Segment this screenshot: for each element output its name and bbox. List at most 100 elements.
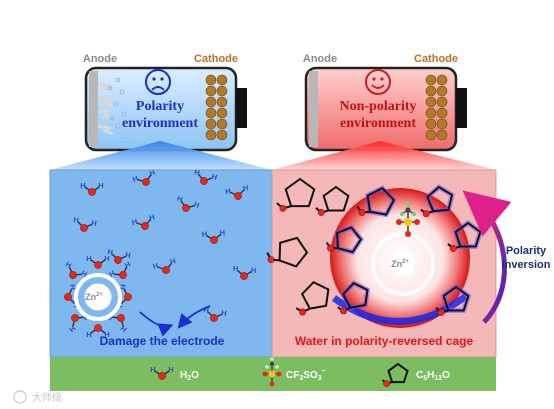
right-panel-caption: Water in polarity-reversed cage xyxy=(295,334,474,348)
right-battery-terminal xyxy=(456,88,467,128)
svg-text:H: H xyxy=(250,266,256,275)
svg-text:H: H xyxy=(104,330,109,339)
svg-text:H: H xyxy=(219,228,225,237)
left-zn-cluster: Zn2+ xyxy=(74,273,122,321)
svg-text:H: H xyxy=(79,269,88,280)
watermark: 大师级 xyxy=(13,390,62,404)
svg-text:H: H xyxy=(225,186,232,196)
svg-text:H: H xyxy=(123,260,132,271)
svg-text:H: H xyxy=(150,365,155,374)
right-battery-title-line2: environment xyxy=(340,116,416,131)
cyclopentanol-molecule xyxy=(337,280,371,315)
triflate-anion xyxy=(396,201,420,237)
svg-text:H: H xyxy=(242,183,249,193)
legend-water-label: H2O xyxy=(180,370,199,382)
right-battery: Non-polarity environment Anode Cathode xyxy=(303,53,467,152)
right-cathode-particles xyxy=(425,74,448,141)
water-molecule: HH xyxy=(86,324,110,339)
svg-text:H: H xyxy=(131,174,139,184)
left-damage-arrow-2 xyxy=(177,305,211,329)
svg-text:H: H xyxy=(201,230,207,239)
polarity-inversion-arrow xyxy=(462,190,512,324)
right-battery-title-line1: Non-polarity xyxy=(340,99,417,114)
left-damage-arrow-1 xyxy=(139,311,174,337)
svg-text:H: H xyxy=(68,284,78,291)
svg-text:H: H xyxy=(152,261,160,271)
left-zoom-fan xyxy=(50,141,272,170)
water-molecule: HH xyxy=(176,194,201,212)
legend-solvent: C6H12O xyxy=(381,362,450,388)
water-molecule: HH xyxy=(64,260,89,280)
left-battery-title-line1: Polarity xyxy=(136,99,184,114)
svg-text:H: H xyxy=(107,269,116,280)
svg-text:H: H xyxy=(169,256,177,266)
left-panel-caption: Damage the electrode xyxy=(100,334,225,348)
svg-text:H: H xyxy=(86,330,91,339)
svg-text:H: H xyxy=(148,168,156,178)
cyclopentanol-molecule xyxy=(420,183,455,218)
svg-text:H: H xyxy=(203,305,210,315)
left-cathode-particles xyxy=(205,74,228,141)
svg-text:H: H xyxy=(211,172,219,182)
svg-text:H: H xyxy=(193,167,201,177)
polarity-inversion-label-line1: Polarity xyxy=(506,245,547,257)
happy-face-icon xyxy=(365,69,391,95)
svg-text:H: H xyxy=(221,308,228,318)
left-battery: Polarity environment Anode Cathode xyxy=(83,53,247,152)
right-zn-ion xyxy=(391,252,415,276)
right-anode-plate xyxy=(309,71,318,147)
legend-cyclopentanol-icon xyxy=(381,362,409,388)
svg-text:H: H xyxy=(176,194,184,204)
svg-text:H: H xyxy=(64,260,73,271)
svg-text:H: H xyxy=(125,250,132,260)
sad-face-icon xyxy=(145,69,171,95)
left-bubbles xyxy=(108,77,129,139)
cyclopentanol-molecule xyxy=(356,185,397,218)
left-dendrites xyxy=(97,82,116,136)
svg-text:H: H xyxy=(107,247,114,257)
cyclopentanol-molecule xyxy=(266,236,309,268)
cyclopentanol-molecule xyxy=(381,362,409,388)
watermark-logo-icon xyxy=(13,390,27,404)
svg-text:H: H xyxy=(119,324,129,334)
svg-text:H: H xyxy=(131,217,139,227)
left-cathode-label: Cathode xyxy=(194,53,238,65)
left-zn-label: Zn2+ xyxy=(85,292,103,302)
legend-solvent-label: C6H12O xyxy=(416,370,450,382)
right-zoom-fan xyxy=(272,141,496,170)
legend-anion: CF3SO3− xyxy=(262,357,326,387)
left-zn-ion xyxy=(84,283,112,311)
cyclopentanol-molecule xyxy=(315,185,350,216)
svg-text:H: H xyxy=(168,365,173,374)
svg-text:H: H xyxy=(67,324,77,334)
polarity-inversion-label-line2: inversion xyxy=(502,259,551,271)
right-cathode-label: Cathode xyxy=(414,53,458,65)
left-battery-terminal xyxy=(236,88,247,128)
legend-anion-icon xyxy=(262,357,282,387)
svg-text:H: H xyxy=(193,200,201,210)
cyclopentanol-molecules xyxy=(266,177,484,316)
left-anode-label: Anode xyxy=(83,53,117,65)
cyclopentanol-molecule xyxy=(295,280,330,316)
svg-text:H: H xyxy=(104,254,109,263)
watermark-text: 大师级 xyxy=(32,391,62,404)
right-anode-label: Anode xyxy=(303,53,337,65)
svg-text:H: H xyxy=(80,181,85,190)
water-molecule: HH xyxy=(107,260,132,280)
legend-anion-label: CF3SO3− xyxy=(286,368,326,382)
svg-text:H: H xyxy=(98,181,103,190)
left-battery-title-line2: environment xyxy=(122,116,198,131)
cyclopentanol-molecule xyxy=(435,283,472,316)
svg-text:H: H xyxy=(148,212,156,222)
